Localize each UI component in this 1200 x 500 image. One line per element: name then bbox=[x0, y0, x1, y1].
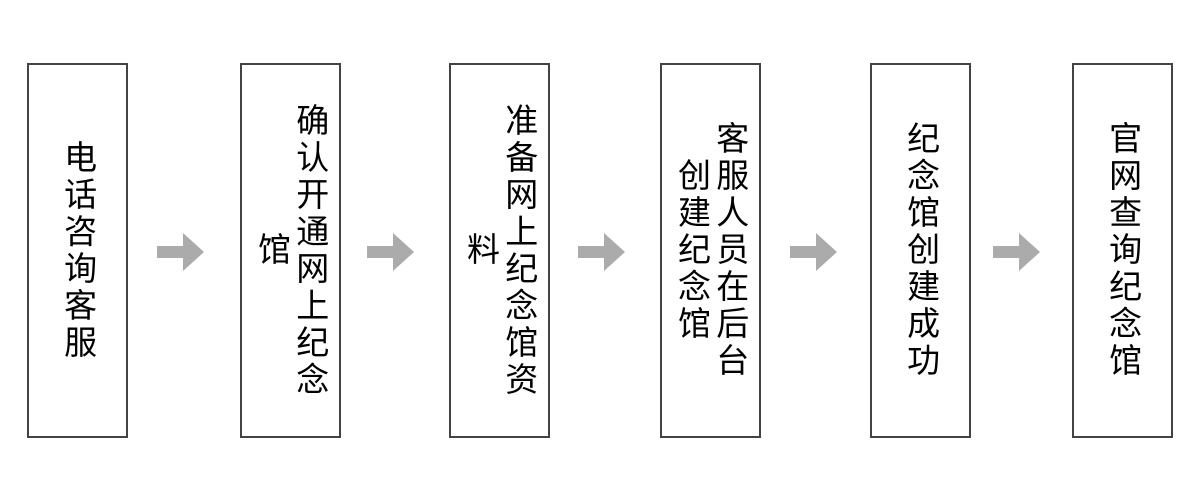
flow-node-3-label: 准备网上纪念馆资料 bbox=[461, 102, 539, 399]
flow-arrow-3 bbox=[578, 233, 625, 271]
flow-node-6[interactable]: 官网查询纪念馆 bbox=[1072, 63, 1173, 438]
flow-arrow-4 bbox=[790, 233, 837, 271]
flow-node-1-label: 电话咨询客服 bbox=[58, 139, 98, 362]
flow-node-4[interactable]: 客服人员在后台创建纪念馆 bbox=[660, 63, 761, 438]
flow-node-1[interactable]: 电话咨询客服 bbox=[27, 63, 128, 438]
flow-arrow-1 bbox=[157, 233, 204, 271]
flow-node-2[interactable]: 确认开通网上纪念馆 bbox=[240, 63, 341, 438]
flow-node-5-label: 纪念馆创建成功 bbox=[901, 121, 941, 380]
flow-node-4-label: 客服人员在后台创建纪念馆 bbox=[672, 121, 750, 380]
flow-node-6-label: 官网查询纪念馆 bbox=[1103, 121, 1143, 380]
flow-arrow-5 bbox=[993, 233, 1040, 271]
flow-node-3[interactable]: 准备网上纪念馆资料 bbox=[449, 63, 550, 438]
flow-node-5[interactable]: 纪念馆创建成功 bbox=[870, 63, 971, 438]
flow-node-2-label: 确认开通网上纪念馆 bbox=[252, 102, 330, 399]
flow-arrow-2 bbox=[367, 233, 414, 271]
